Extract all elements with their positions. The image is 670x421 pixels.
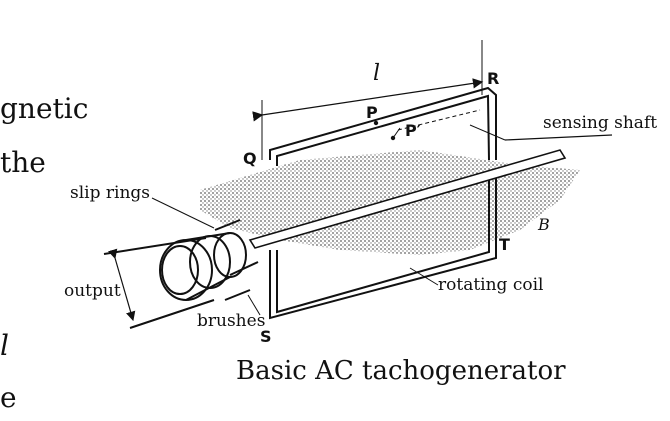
rotating-coil	[269, 86, 497, 320]
label-s: S	[260, 327, 272, 346]
slip-rings	[159, 232, 247, 301]
background-text-line2: the	[0, 146, 46, 179]
label-t: T	[499, 235, 510, 254]
sensing-shaft	[248, 124, 613, 249]
point-p	[373, 120, 379, 126]
label-sensing-shaft: sensing shaft	[543, 113, 657, 133]
background-text-line3: l	[0, 329, 9, 362]
length-dimension-line	[252, 78, 484, 122]
label-length: l	[373, 61, 380, 86]
label-slip-rings: slip rings	[70, 183, 150, 203]
output-dimension-line	[108, 248, 136, 322]
point-p-prime	[390, 135, 396, 141]
label-rotating-coil: rotating coil	[438, 275, 543, 295]
label-p-prime: P′	[405, 121, 421, 140]
brushes	[214, 219, 259, 301]
label-r: R	[487, 69, 499, 88]
background-text-line1: gnetic	[0, 92, 89, 125]
label-output: output	[64, 281, 121, 301]
label-brushes: brushes	[197, 311, 265, 331]
figure-caption: Basic AC tachogenerator	[236, 356, 566, 386]
label-b: B	[537, 215, 550, 234]
label-p: P	[366, 103, 378, 122]
background-text-line4: e	[0, 381, 17, 414]
label-q: Q	[243, 149, 257, 168]
